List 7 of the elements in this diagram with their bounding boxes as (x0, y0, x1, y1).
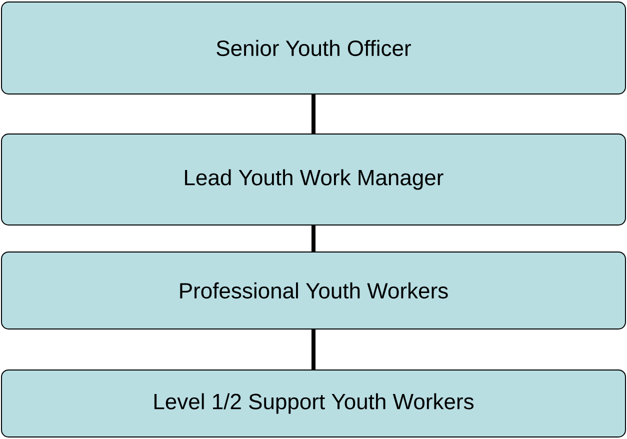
process-box: Professional Youth Workers (1, 251, 626, 330)
connector-line (312, 94, 316, 134)
process-box: Level 1/2 Support Youth Workers (1, 369, 626, 438)
connector-line (312, 330, 316, 370)
connector-line (312, 226, 316, 252)
process-box: Senior Youth Officer (1, 2, 626, 94)
process-box: Lead Youth Work Manager (1, 134, 626, 226)
